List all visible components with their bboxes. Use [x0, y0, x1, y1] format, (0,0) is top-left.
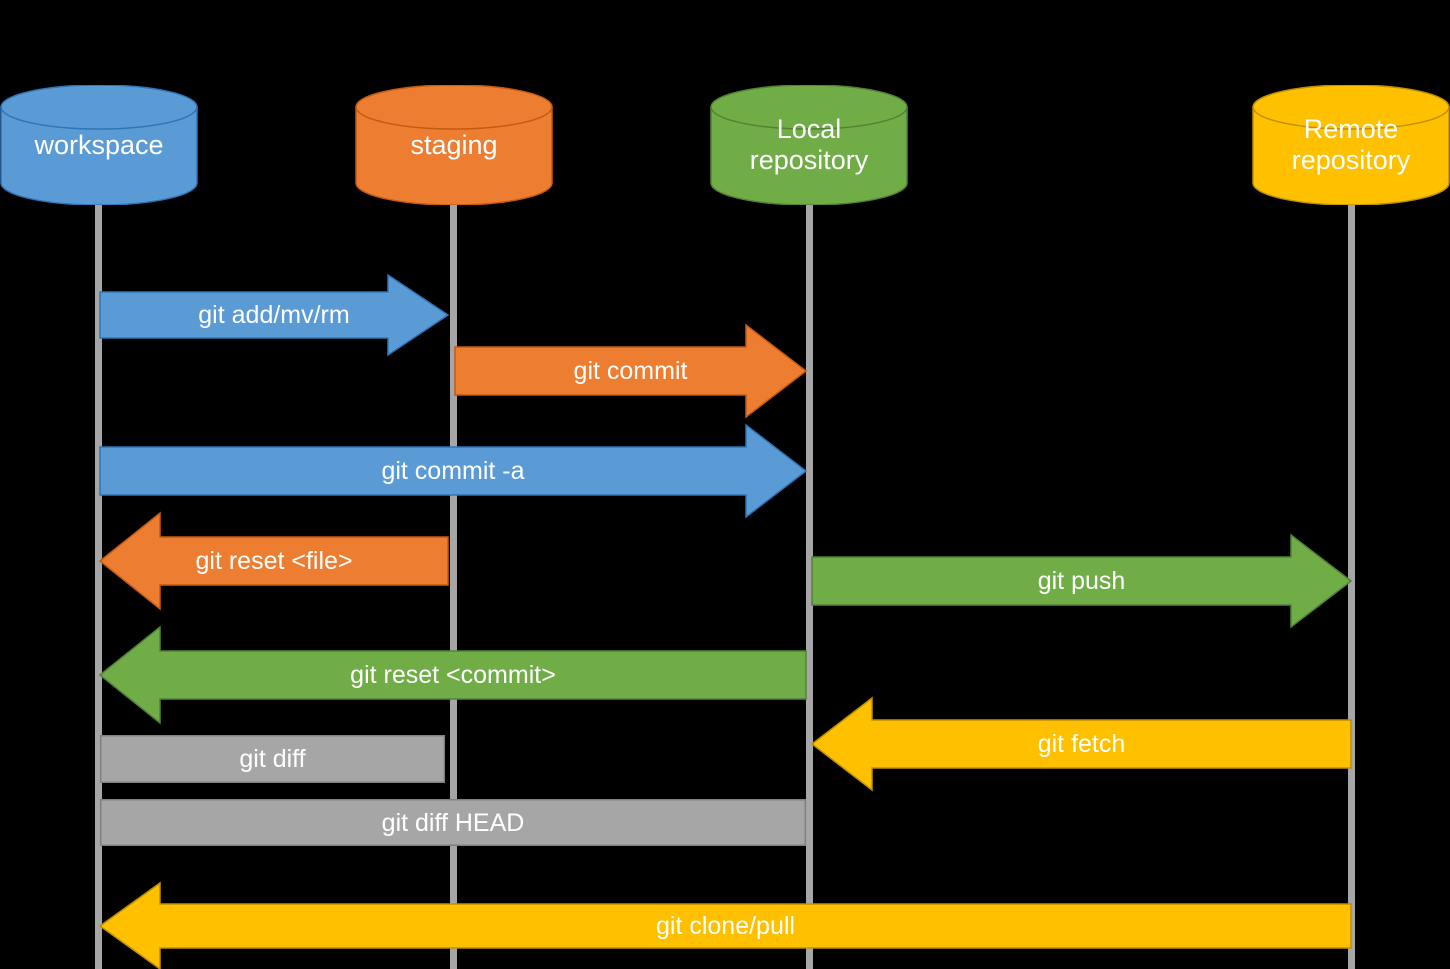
flow-git-diff[interactable]: git diff [99, 734, 446, 784]
arrow-shape [810, 696, 1352, 792]
cylinder-top [355, 85, 553, 130]
flow-git-clone-pull[interactable]: git clone/pull [98, 881, 1352, 969]
cylinder-top [1252, 85, 1450, 130]
arrow-shape [454, 323, 808, 419]
lifeline-workspace [95, 199, 102, 969]
cylinder-body [355, 106, 553, 205]
node-staging[interactable]: staging [355, 85, 553, 205]
cylinder-top [710, 85, 908, 130]
lifeline-staging [450, 199, 457, 969]
cylinder-body [1252, 106, 1450, 205]
arrow-shape [98, 625, 807, 725]
flow-git-push[interactable]: git push [811, 533, 1353, 629]
flow-git-diff-head[interactable]: git diff HEAD [99, 798, 807, 847]
cylinder-body [710, 106, 908, 205]
flow-git-reset-file[interactable]: git reset <file> [98, 511, 449, 611]
arrow-shape [98, 881, 1352, 969]
flow-git-commit[interactable]: git commit [454, 323, 808, 419]
node-workspace[interactable]: workspace [0, 85, 198, 205]
arrow-shape [99, 423, 808, 519]
lifeline-remote-repository [1348, 199, 1355, 969]
lifeline-local-repository [806, 199, 813, 969]
flow-git-reset-commit[interactable]: git reset <commit> [98, 625, 807, 725]
arrow-shape [99, 734, 446, 784]
arrow-shape [99, 798, 807, 847]
arrow-shape [98, 511, 449, 611]
flow-git-add[interactable]: git add/mv/rm [99, 273, 450, 357]
cylinder-body [0, 106, 198, 205]
flow-git-fetch[interactable]: git fetch [810, 696, 1352, 792]
cylinder-top [0, 85, 198, 130]
flow-git-commit-a[interactable]: git commit -a [99, 423, 808, 519]
arrow-shape [811, 533, 1353, 629]
arrow-shape [99, 273, 450, 357]
